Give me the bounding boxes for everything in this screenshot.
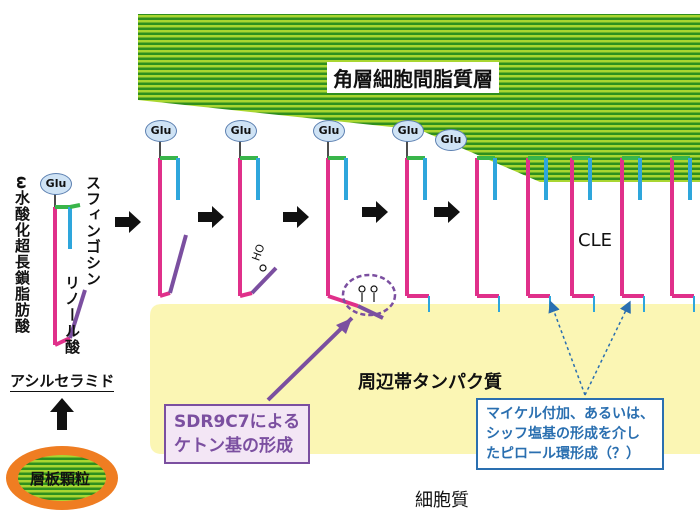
up-arrow: [50, 398, 74, 430]
michael-pointer-2: [584, 300, 631, 396]
sdr-pointer: [266, 316, 354, 402]
step-arrow: [115, 211, 141, 233]
linoleic-chain: [168, 234, 188, 294]
ketone-highlight: [341, 273, 397, 317]
sphingosine-cap: [69, 203, 81, 209]
step-arrow: [198, 206, 224, 228]
linoleic-chain: [68, 289, 87, 339]
molecule-group: [53, 140, 695, 347]
stratum-label: 角層細胞間脂質層: [327, 62, 499, 93]
step-arrow: [283, 206, 309, 228]
step-arrow: [434, 201, 460, 223]
glu-badge: Glu: [145, 120, 177, 142]
step-arrows: [115, 201, 460, 233]
envelope-protein-label: 周辺帯タンパク質: [358, 372, 502, 393]
sphingosine-label: スフィンゴシン: [84, 175, 102, 287]
michael-line-1: マイケル付加、あるいは、: [486, 406, 654, 422]
sdr-pointer-head: [336, 318, 352, 334]
chain-bottom: [159, 291, 171, 298]
sdr-line-1: SDR9C7による: [174, 412, 301, 432]
glu-badge: Glu: [435, 129, 467, 151]
sdr-box: SDR9C7による ケトン基の形成: [164, 404, 311, 464]
michael-box: マイケル付加、あるいは、 シッフ塩基の形成を介し たピロール環形成（？）: [476, 398, 664, 470]
lamellar-granule-core: [18, 455, 106, 501]
ketone-chain: [357, 304, 384, 320]
michael-pointer-1: [548, 300, 586, 396]
lamellar-granule-label: 層板顆粒: [30, 470, 91, 488]
omega-fatty-acid-label: ω水酸化超長鎖脂肪酸: [13, 176, 31, 335]
acylceramide-title: アシルセラミド: [10, 372, 115, 392]
glu-badge: Glu: [313, 120, 345, 142]
chain-bottom: [239, 291, 253, 298]
glu-badge: Glu: [392, 120, 424, 142]
michael-line-3: たピロール環形成（？）: [486, 446, 640, 462]
ketone-oxygen: [370, 285, 378, 293]
ketone-oxygen: [358, 285, 366, 293]
sdr-line-2: ケトン基の形成: [174, 436, 293, 456]
glu-badge: Glu: [40, 173, 72, 195]
lipid-layer: [138, 14, 700, 182]
michael-line-2: シッフ塩基の形成を介し: [486, 426, 640, 442]
chain-bottom: [54, 336, 71, 347]
cleaved-chain: [250, 266, 278, 295]
step-arrow: [362, 201, 388, 223]
oxygen: [259, 264, 267, 272]
linoleic-label: リノール酸: [63, 275, 81, 355]
cle-label: CLE: [578, 230, 612, 251]
cytoplasm-label: 細胞質: [415, 490, 469, 511]
glu-badge: Glu: [225, 120, 257, 142]
